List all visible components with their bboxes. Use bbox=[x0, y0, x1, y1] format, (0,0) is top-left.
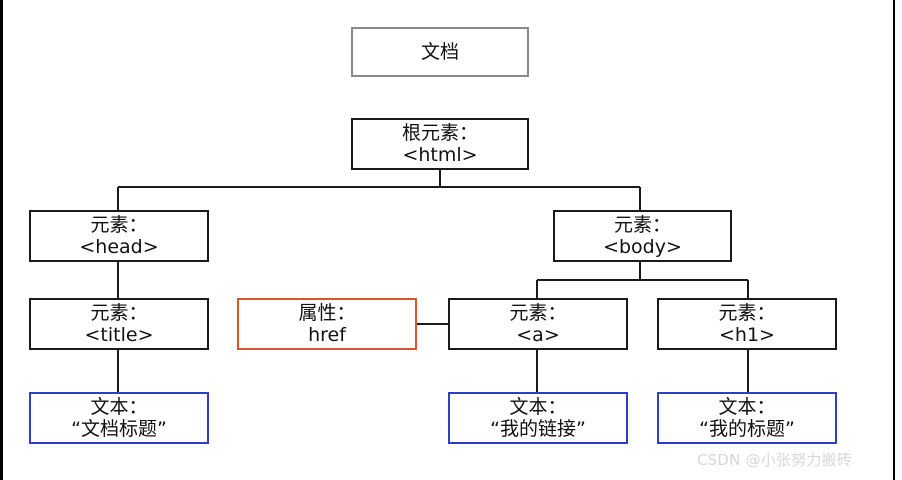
root-element-tag: <html> bbox=[402, 144, 478, 166]
href-attribute-label: 属性： bbox=[298, 302, 356, 324]
left-border bbox=[0, 0, 3, 480]
body-element-label: 元素： bbox=[613, 214, 671, 236]
title-text-label: 文本： bbox=[90, 396, 148, 418]
body-element-node: 元素： <body> bbox=[553, 210, 732, 262]
href-attribute-name: href bbox=[308, 324, 346, 346]
watermark: CSDN @小张努力搬砖 bbox=[697, 451, 852, 469]
a-element-label: 元素： bbox=[509, 302, 567, 324]
head-element-label: 元素： bbox=[90, 214, 148, 236]
link-text-value: “我的链接” bbox=[490, 418, 586, 440]
root-element-label: 根元素： bbox=[401, 122, 478, 144]
heading-text-label: 文本： bbox=[718, 396, 776, 418]
title-element-tag: <title> bbox=[84, 324, 154, 346]
document-node: 文档 bbox=[351, 27, 529, 77]
a-element-tag: <a> bbox=[516, 324, 560, 346]
link-text-node: 文本： “我的链接” bbox=[448, 392, 628, 444]
href-attribute-node: 属性： href bbox=[237, 298, 417, 350]
title-element-label: 元素： bbox=[90, 302, 148, 324]
heading-text-node: 文本： “我的标题” bbox=[657, 392, 837, 444]
body-element-tag: <body> bbox=[603, 236, 682, 258]
title-text-value: “文档标题” bbox=[71, 418, 167, 440]
a-element-node: 元素： <a> bbox=[448, 298, 628, 350]
title-text-node: 文本： “文档标题” bbox=[29, 392, 209, 444]
h1-element-label: 元素： bbox=[718, 302, 776, 324]
h1-element-node: 元素： <h1> bbox=[657, 298, 837, 350]
head-element-node: 元素： <head> bbox=[29, 210, 209, 262]
heading-text-value: “我的标题” bbox=[699, 418, 795, 440]
head-element-tag: <head> bbox=[79, 236, 159, 258]
link-text-label: 文本： bbox=[509, 396, 567, 418]
document-label: 文档 bbox=[420, 41, 459, 63]
root-element-node: 根元素： <html> bbox=[351, 118, 529, 170]
right-border bbox=[893, 0, 895, 480]
title-element-node: 元素： <title> bbox=[29, 298, 209, 350]
h1-element-tag: <h1> bbox=[719, 324, 775, 346]
